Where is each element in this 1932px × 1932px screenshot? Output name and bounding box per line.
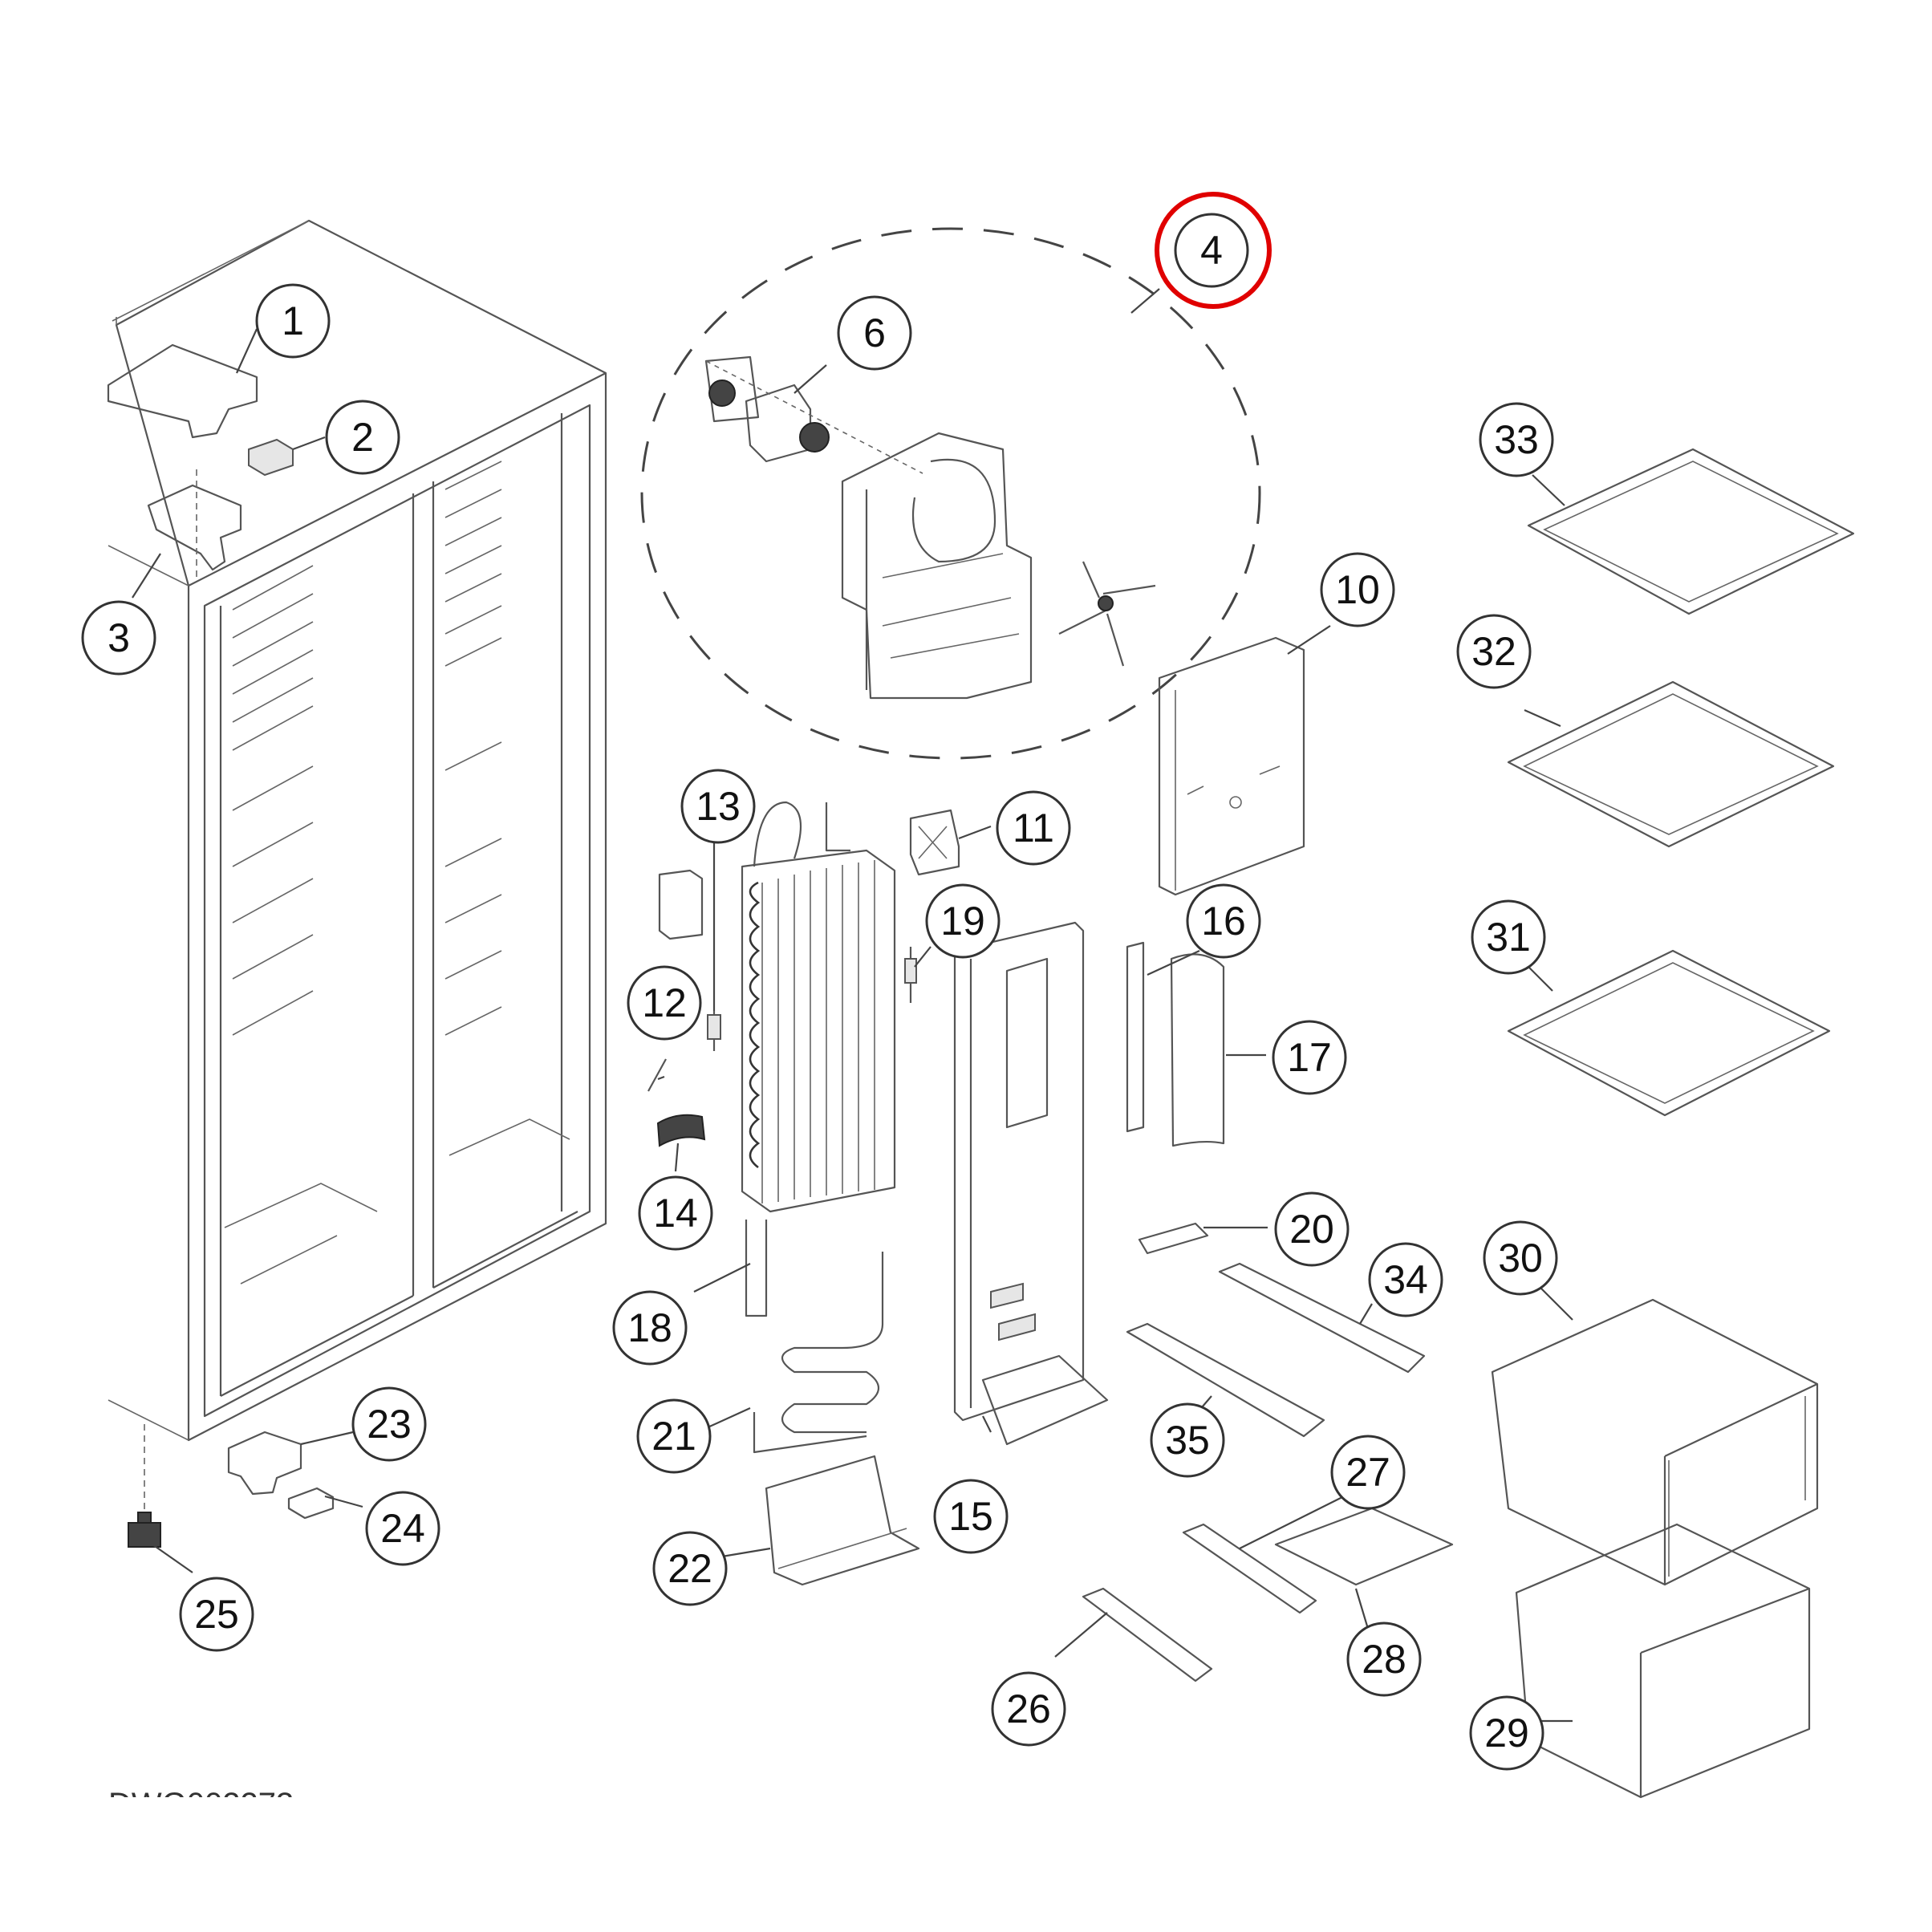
svg-text:15: 15 xyxy=(948,1494,993,1539)
svg-text:26: 26 xyxy=(1006,1686,1051,1731)
part-18-evaporator xyxy=(741,801,896,1317)
callout-27: 27 xyxy=(1330,1435,1406,1510)
callout-11: 11 xyxy=(996,790,1071,866)
part-31-shelf xyxy=(1507,949,1831,1117)
svg-text:21: 21 xyxy=(651,1414,696,1459)
svg-text:19: 19 xyxy=(940,899,985,944)
callout-10: 10 xyxy=(1320,552,1395,627)
crop-mask xyxy=(96,1797,337,1829)
part-14-clip xyxy=(656,1114,706,1147)
part-21-heater xyxy=(753,1252,884,1454)
part-34-rail xyxy=(1218,1262,1426,1374)
part-1-top-cover xyxy=(107,343,258,439)
svg-text:30: 30 xyxy=(1498,1236,1543,1281)
part-32-shelf xyxy=(1507,680,1835,848)
svg-text:13: 13 xyxy=(696,784,741,829)
svg-text:14: 14 xyxy=(653,1191,698,1236)
part-13-sensor xyxy=(707,1011,721,1051)
svg-text:6: 6 xyxy=(863,310,886,355)
svg-text:23: 23 xyxy=(367,1402,412,1447)
svg-text:17: 17 xyxy=(1287,1035,1332,1080)
callout-13: 13 xyxy=(680,769,756,844)
callout-20: 20 xyxy=(1274,1191,1350,1267)
part-11-damper xyxy=(909,809,960,876)
callout-18: 18 xyxy=(612,1290,688,1366)
part-10-panel xyxy=(1158,636,1305,896)
svg-text:31: 31 xyxy=(1486,915,1531,960)
callout-22: 22 xyxy=(652,1531,728,1606)
callout-6: 6 xyxy=(837,295,912,371)
callout-16: 16 xyxy=(1186,883,1261,959)
svg-text:11: 11 xyxy=(1013,806,1054,850)
callout-15: 15 xyxy=(933,1479,1009,1554)
callout-29: 29 xyxy=(1469,1695,1544,1771)
part-15-rear-panel xyxy=(953,921,1109,1446)
callout-19: 19 xyxy=(925,883,1000,959)
svg-text:20: 20 xyxy=(1289,1207,1334,1252)
part-27-slide xyxy=(1182,1523,1317,1614)
part-25-leveling-foot xyxy=(128,1424,161,1548)
callout-2: 2 xyxy=(325,400,400,475)
callout-24: 24 xyxy=(365,1491,440,1566)
part-2-switch xyxy=(248,438,294,477)
part-29-crisper-drawer xyxy=(1515,1523,1811,1799)
svg-text:4: 4 xyxy=(1200,228,1223,273)
svg-text:34: 34 xyxy=(1383,1257,1428,1302)
part-20-light-cover xyxy=(1138,1222,1209,1255)
svg-text:33: 33 xyxy=(1494,417,1539,462)
part-24-clip xyxy=(287,1487,335,1520)
highlight-ring xyxy=(1155,192,1272,309)
callout-28: 28 xyxy=(1346,1622,1422,1697)
callout-34: 34 xyxy=(1368,1242,1443,1317)
relay-box xyxy=(658,869,704,940)
part-28-cover-plate xyxy=(1274,1507,1454,1586)
part-22-tray xyxy=(765,1455,920,1586)
svg-text:28: 28 xyxy=(1362,1637,1406,1682)
svg-text:1: 1 xyxy=(282,298,304,343)
part-35-rail xyxy=(1126,1322,1325,1438)
assembly-4-fan-housing xyxy=(640,227,1261,760)
part-16-bracket xyxy=(1126,941,1145,1133)
callout-33: 33 xyxy=(1479,402,1554,477)
svg-text:12: 12 xyxy=(642,980,687,1025)
part-3-hinge xyxy=(147,469,242,578)
callout-21: 21 xyxy=(636,1398,712,1474)
callout-12: 12 xyxy=(627,965,702,1041)
svg-text:27: 27 xyxy=(1346,1450,1390,1495)
callout-4: 4 xyxy=(1174,213,1249,288)
callout-1: 1 xyxy=(255,283,331,359)
svg-text:29: 29 xyxy=(1484,1711,1529,1755)
part-33-shelf xyxy=(1527,448,1855,615)
svg-text:2: 2 xyxy=(351,415,374,460)
callout-23: 23 xyxy=(351,1386,427,1462)
part-19-thermistor xyxy=(904,947,917,1003)
svg-text:22: 22 xyxy=(668,1546,712,1591)
callout-25: 25 xyxy=(179,1577,254,1652)
callout-3: 3 xyxy=(81,600,156,676)
callout-17: 17 xyxy=(1272,1020,1347,1095)
part-17-cover xyxy=(1170,953,1225,1147)
cabinet xyxy=(108,219,607,1442)
part-12-fuse xyxy=(647,1058,667,1092)
callout-26: 26 xyxy=(991,1671,1066,1747)
part-26-slide xyxy=(1082,1587,1213,1682)
part-30-crisper-drawer xyxy=(1491,1298,1819,1586)
callout-30: 30 xyxy=(1483,1220,1558,1296)
callout-32: 32 xyxy=(1456,614,1532,689)
svg-text:24: 24 xyxy=(380,1506,425,1551)
callout-14: 14 xyxy=(638,1175,713,1251)
svg-text:16: 16 xyxy=(1201,899,1246,944)
svg-text:18: 18 xyxy=(627,1305,672,1350)
callout-35: 35 xyxy=(1150,1402,1225,1478)
svg-text:35: 35 xyxy=(1165,1418,1210,1463)
part-23-bottom-hinge xyxy=(227,1431,302,1496)
callout-31: 31 xyxy=(1471,899,1546,975)
svg-text:32: 32 xyxy=(1471,629,1516,674)
svg-text:3: 3 xyxy=(108,615,130,660)
svg-text:25: 25 xyxy=(194,1592,239,1637)
svg-text:10: 10 xyxy=(1335,567,1380,612)
